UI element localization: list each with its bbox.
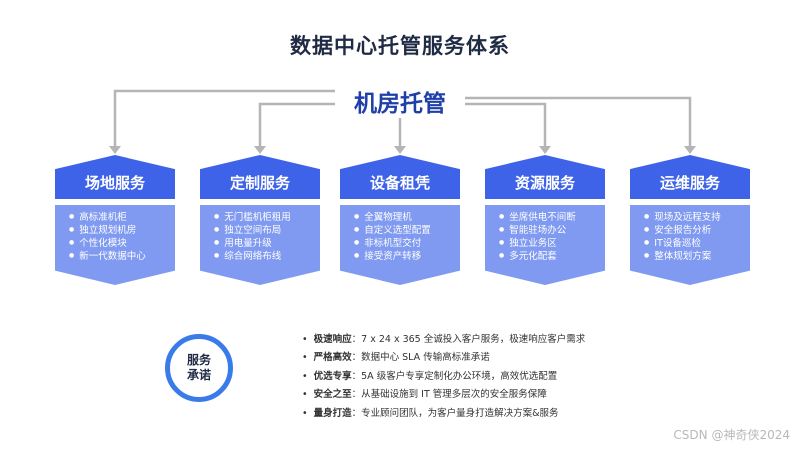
promise-text: ：5A 级客户专享定制化办公环境，高效优选配置: [351, 370, 558, 382]
promise-text: ：7 x 24 x 365 全诚投入客户服务，极速响应客户需求: [351, 333, 586, 345]
service-promise-badge: 服务 承诺: [165, 334, 233, 402]
service-items: 全翼物理机 自定义选型配置 非标机型交付 接受资产转移: [340, 205, 460, 285]
service-item: 安全报告分析: [644, 224, 750, 237]
service-items: 高标准机柜 独立规划机房 个性化模块 新一代数据中心: [55, 205, 175, 285]
service-column-2: 定制服务 无门槛机柜租用 独立空间布局 用电量升级 综合网络布线: [200, 155, 320, 285]
arrow-col-2: [254, 146, 266, 154]
page-title: 数据中心托管服务体系: [290, 34, 510, 58]
service-item: 接受资产转移: [354, 250, 460, 263]
arrow-col-3: [394, 146, 406, 154]
service-items: 坐席供电不间断 智能驻场办公 独立业务区 多元化配套: [485, 205, 605, 285]
promise-text: ：专业顾问团队，为客户量身打造解决方案&服务: [351, 407, 559, 419]
service-item: 新一代数据中心: [69, 250, 175, 263]
service-item: 现场及远程支持: [644, 211, 750, 224]
service-item: 无门槛机柜租用: [214, 211, 320, 224]
service-item: 自定义选型配置: [354, 224, 460, 237]
service-item: 非标机型交付: [354, 237, 460, 250]
service-item: 用电量升级: [214, 237, 320, 250]
connector-col-2: [258, 102, 335, 150]
promise-item: 量身打造：专业顾问团队，为客户量身打造解决方案&服务: [302, 405, 585, 424]
service-item: 独立业务区: [499, 237, 605, 250]
service-item: 坐席供电不间断: [499, 211, 605, 224]
promise-key: 严格高效: [313, 352, 352, 363]
service-item: IT设备巡检: [644, 237, 750, 250]
promise-key: 优选专享: [313, 370, 352, 382]
arrow-col-5: [684, 146, 696, 154]
connector-col-4: [465, 102, 547, 150]
promise-item: 优选专享：5A 级客户专享定制化办公环境，高效优选配置: [302, 368, 585, 387]
promise-list: 极速响应：7 x 24 x 365 全诚投入客户服务，极速响应客户需求 严格高效…: [262, 331, 586, 424]
service-item: 整体规划方案: [644, 250, 750, 263]
badge-line-1: 服务: [186, 353, 211, 367]
promise-text: ：数据中心 SLA 传输高标准承诺: [351, 352, 490, 363]
service-item: 全翼物理机: [354, 211, 460, 224]
service-item: 个性化模块: [69, 237, 175, 250]
promise-key: 极速响应: [313, 333, 352, 345]
service-column-5: 运维服务 现场及远程支持 安全报告分析 IT设备巡检 整体规划方案: [630, 155, 750, 285]
badge-line-2: 承诺: [186, 368, 211, 382]
service-header: 场地服务: [55, 155, 175, 199]
promise-item: 安全之至：从基础设施到 IT 管理多层次的安全服务保障: [302, 386, 585, 405]
connector-col-1: [113, 89, 335, 150]
service-item: 综合网络布线: [214, 250, 320, 263]
service-items: 无门槛机柜租用 独立空间布局 用电量升级 综合网络布线: [200, 205, 320, 285]
arrow-col-1: [109, 146, 121, 154]
service-header: 资源服务: [485, 155, 605, 199]
service-item: 智能驻场办公: [499, 224, 605, 237]
promise-item: 严格高效：数据中心 SLA 传输高标准承诺: [302, 349, 585, 368]
service-column-4: 资源服务 坐席供电不间断 智能驻场办公 独立业务区 多元化配套: [485, 155, 605, 285]
service-header: 定制服务: [200, 155, 320, 199]
root-node-title: 机房托管: [335, 84, 465, 118]
promise-key: 安全之至: [313, 389, 352, 400]
service-item: 独立规划机房: [69, 224, 175, 237]
service-item: 高标准机柜: [69, 211, 175, 224]
service-header: 设备租凭: [340, 155, 460, 199]
service-header: 运维服务: [630, 155, 750, 199]
promise-key: 量身打造: [313, 407, 352, 419]
watermark: CSDN @神奇侠2024: [673, 428, 790, 442]
service-column-1: 场地服务 高标准机柜 独立规划机房 个性化模块 新一代数据中心: [55, 155, 175, 285]
arrow-col-4: [539, 146, 551, 154]
service-item: 独立空间布局: [214, 224, 320, 237]
promise-text: ：从基础设施到 IT 管理多层次的安全服务保障: [351, 389, 547, 400]
service-column-3: 设备租凭 全翼物理机 自定义选型配置 非标机型交付 接受资产转移: [340, 155, 460, 285]
service-item: 多元化配套: [499, 250, 605, 263]
promise-item: 极速响应：7 x 24 x 365 全诚投入客户服务，极速响应客户需求: [302, 331, 586, 350]
service-items: 现场及远程支持 安全报告分析 IT设备巡检 整体规划方案: [630, 205, 750, 285]
connector-col-5: [465, 96, 692, 150]
